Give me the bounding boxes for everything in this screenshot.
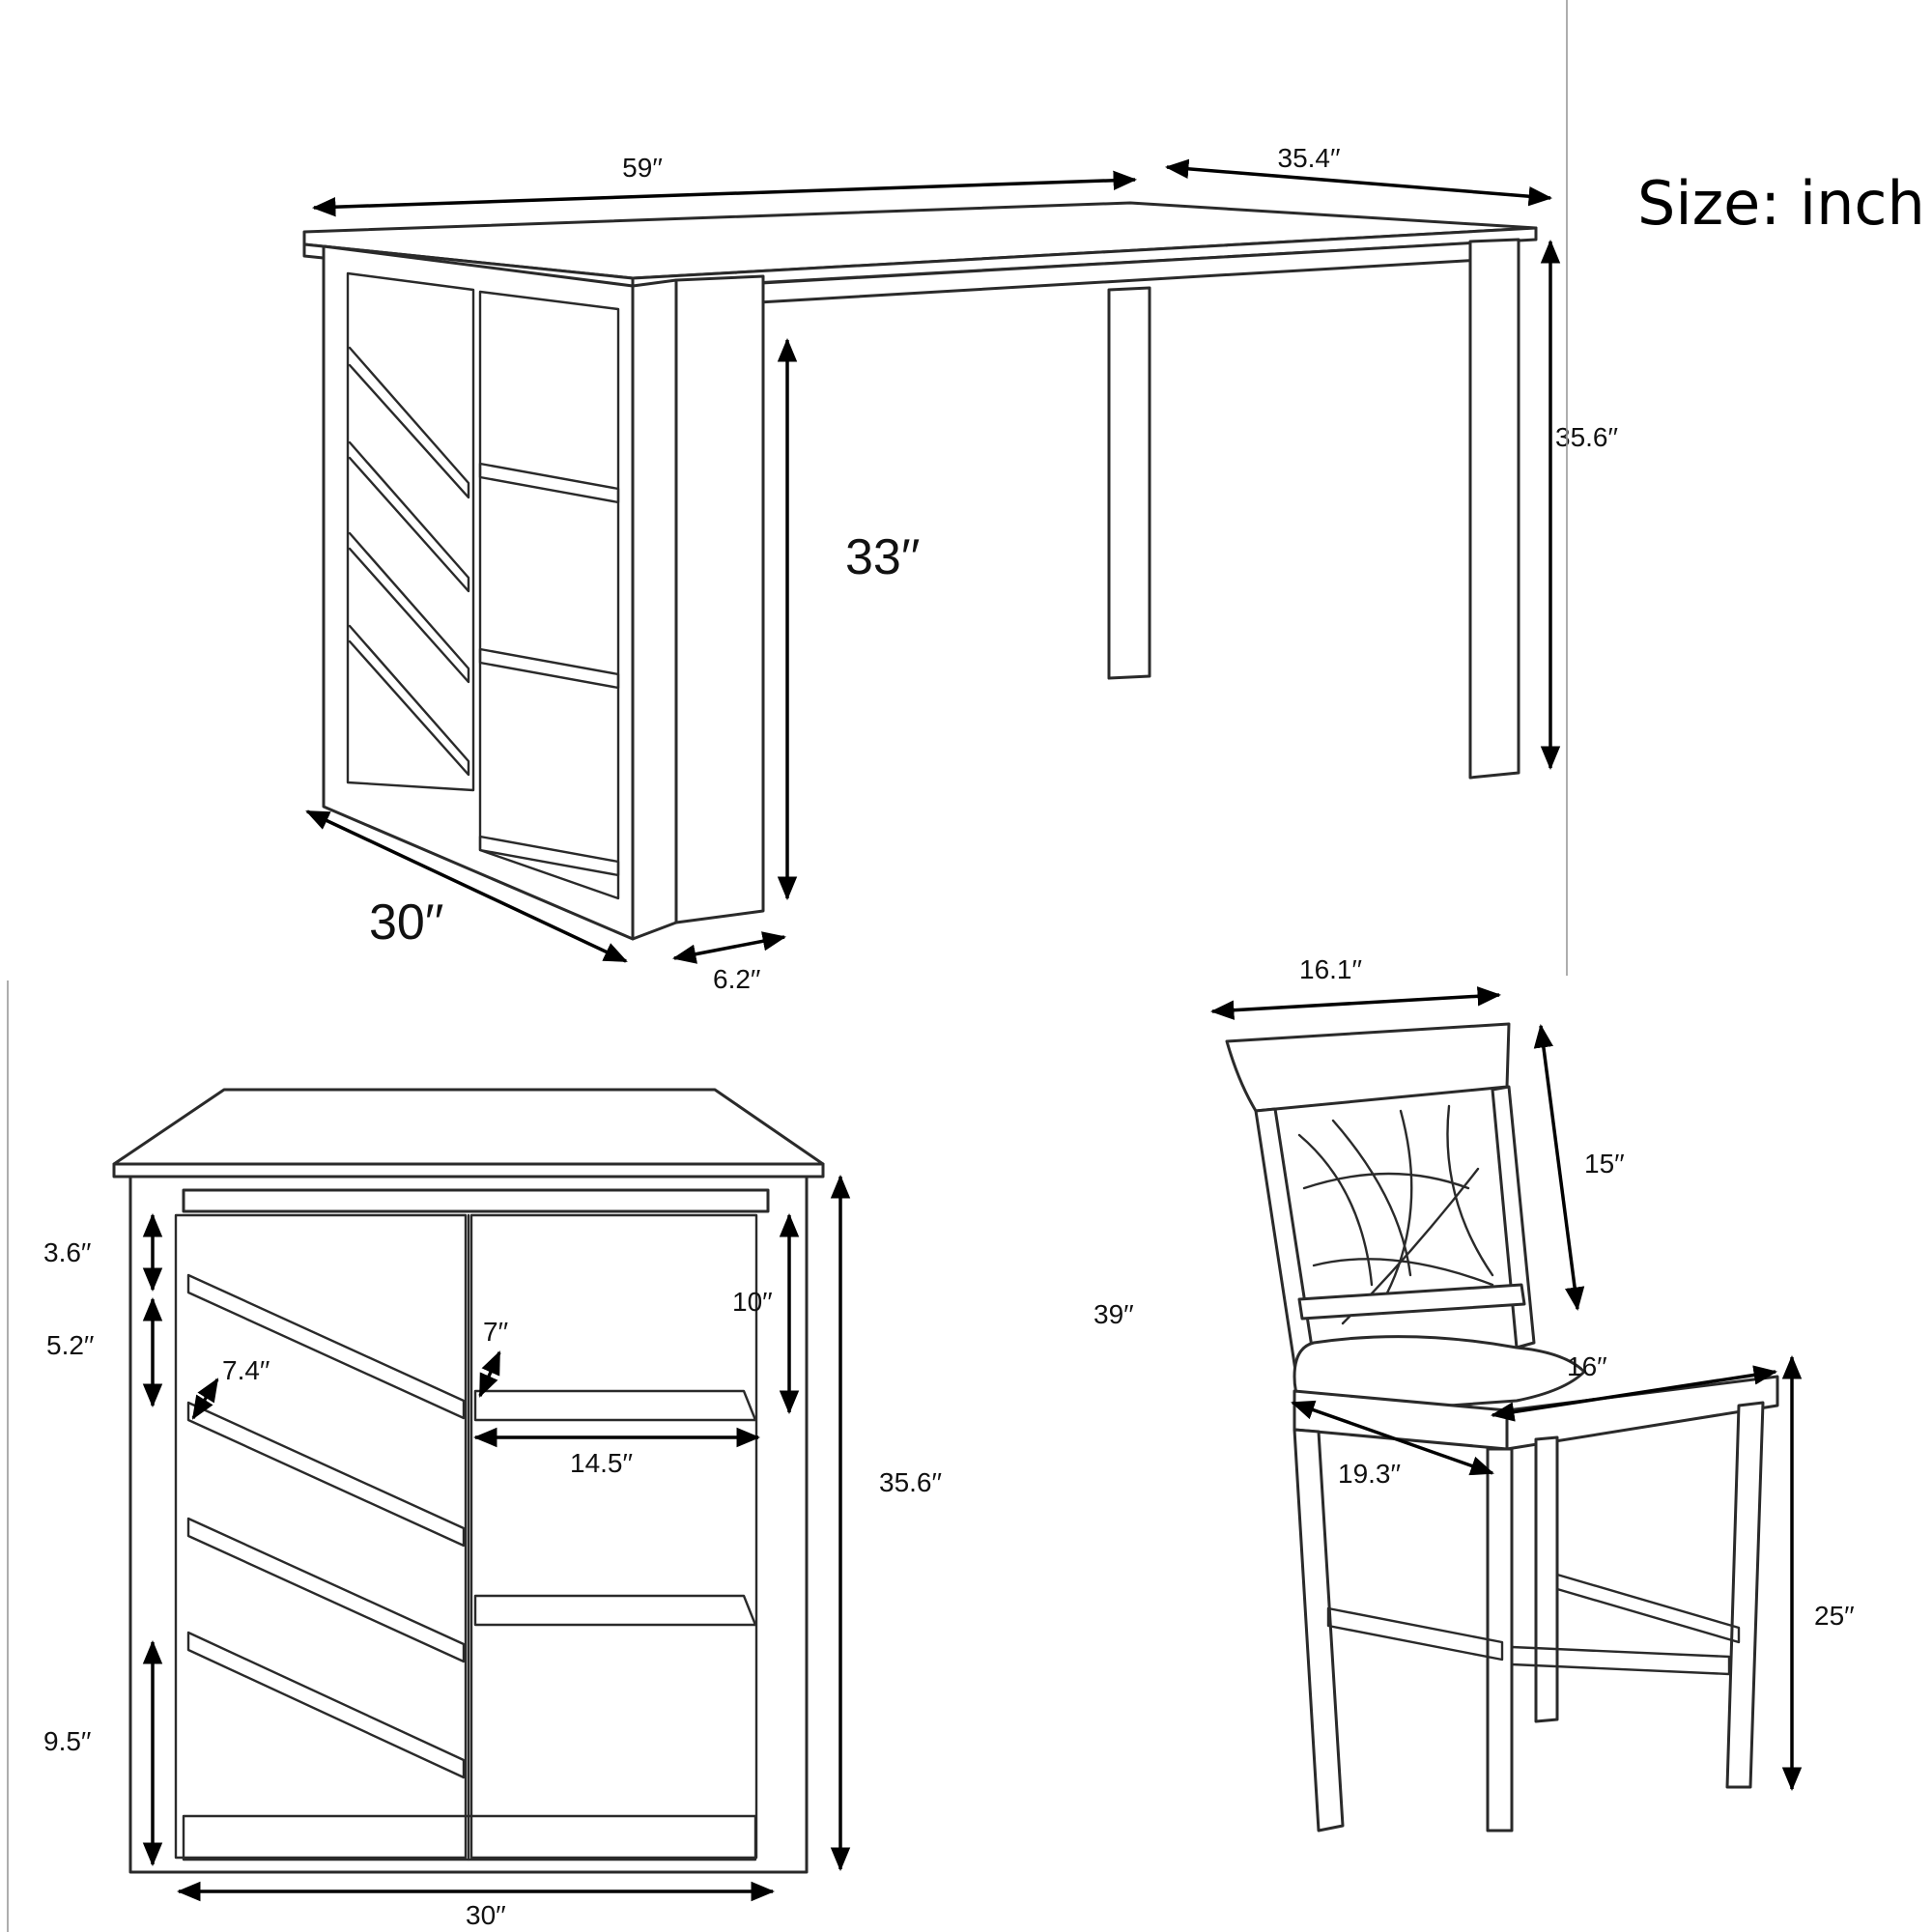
table-depth-line — [305, 810, 628, 963]
chair-lattice — [1297, 1104, 1494, 1325]
cabinet-shelf-2 — [473, 1594, 757, 1627]
cabinet-shelf-1 — [473, 1389, 757, 1422]
rack-board-3 — [348, 531, 470, 684]
cabinet-top-edge — [112, 1162, 825, 1179]
cabinet-shelf-width-label: 14.5′′ — [570, 1448, 633, 1478]
chair-seat-height-label: 25′′ — [1814, 1601, 1855, 1631]
chair-seat-width-label: 16′′ — [1567, 1351, 1607, 1381]
table-length-label: 59′′ — [622, 153, 663, 183]
chair-stretcher-side — [1326, 1606, 1504, 1662]
cabinet-width-label: 30′′ — [466, 1900, 506, 1930]
chair-back-width-label: 16.1′′ — [1299, 954, 1362, 984]
table-height-label: 35.6′′ — [1555, 422, 1618, 452]
chair-back-post-right — [1491, 1085, 1536, 1350]
size-unit-title: Size: inch — [1637, 168, 1925, 239]
chair-seat-depth-label: 19.3′′ — [1338, 1459, 1401, 1489]
cabinet-rack-board-1 — [186, 1273, 466, 1420]
chair-back-height-line — [1533, 1023, 1585, 1312]
cabinet-total-height-label: 35.6′′ — [879, 1467, 942, 1497]
table-length-line — [311, 170, 1138, 217]
cabinet-rack-slot-label: 7.4′′ — [222, 1355, 270, 1385]
cabinet-dimensions: 3.6′′ 5.2′′ 7.4′′ 7′′ 10′′ 14.5′′ 35.6′′… — [43, 1174, 942, 1930]
rack-board-2 — [348, 440, 470, 593]
rack-board-4 — [348, 624, 470, 777]
cabinet-shelf-height-label: 7′′ — [483, 1317, 508, 1347]
table-leg-front — [1468, 238, 1520, 780]
table-width-label: 35.4′′ — [1278, 143, 1341, 173]
chair-stretcher-front — [1510, 1645, 1731, 1676]
chair-dimensions: 16.1′′ 15′′ 39′′ 16′′ 19.3′′ 25′′ — [1094, 954, 1855, 1792]
chair-back-lower-rail — [1297, 1283, 1526, 1321]
cabinet-drawing — [112, 1088, 825, 1874]
table-shelf-2 — [478, 647, 620, 690]
chair-stretcher-back — [1555, 1573, 1741, 1644]
chair-leg-back-right — [1534, 1435, 1559, 1723]
chair-leg-front-right — [1725, 1401, 1765, 1789]
chair-top-rail — [1225, 1022, 1511, 1113]
table-width-line — [1164, 158, 1553, 207]
chair-total-height-label: 39′′ — [1094, 1299, 1134, 1329]
table-shelf-1 — [478, 462, 620, 504]
chair-back-width-line — [1209, 986, 1502, 1020]
table-overhang-label: 6.2′′ — [713, 964, 760, 994]
cabinet-upper-shelf-label: 10′′ — [732, 1287, 773, 1317]
table-depth-label: 30′′ — [369, 895, 443, 951]
table-dimensions: 59′′ 35.4′′ 35.6′′ 33′′ 30′′ 6.2′′ — [305, 143, 1618, 994]
cabinet-side-panel — [674, 274, 765, 924]
cabinet-end-side — [631, 278, 678, 941]
chair-back-height-label: 15′′ — [1584, 1149, 1625, 1179]
cabinet-rack-board-4 — [186, 1631, 466, 1779]
chair-seat-depth-line — [1291, 1400, 1494, 1476]
cabinet-base — [182, 1814, 757, 1861]
cabinet-end-panel — [322, 244, 635, 941]
cabinet-apron — [182, 1188, 770, 1213]
cabinet-top — [112, 1088, 825, 1166]
cabinet-rack-board-3 — [186, 1517, 466, 1663]
table-drawing — [302, 201, 1538, 941]
cabinet-shelf-height-line — [478, 1350, 501, 1398]
cabinet-rack-slot-line — [191, 1378, 219, 1420]
table-overhang-line — [671, 931, 787, 964]
cabinet-shelf-bay — [469, 1213, 758, 1860]
chair-seat-width-line — [1490, 1365, 1778, 1422]
cabinet-top-gap-label: 3.6′′ — [43, 1237, 91, 1267]
cabinet-rack-board-2 — [186, 1401, 466, 1548]
wine-rack-compartment — [346, 271, 475, 792]
table-clearance-label: 33′′ — [845, 529, 920, 585]
table-leg-back — [1107, 286, 1151, 680]
cabinet-rack-gap-label: 5.2′′ — [46, 1330, 94, 1360]
chair-leg-back-left — [1293, 1428, 1345, 1833]
rack-board-1 — [348, 346, 470, 499]
cabinet-rack-bay — [174, 1213, 468, 1860]
chair-drawing — [1225, 1022, 1779, 1833]
chair-leg-front-left — [1486, 1447, 1514, 1833]
cabinet-bottom-gap-label: 9.5′′ — [43, 1726, 91, 1756]
